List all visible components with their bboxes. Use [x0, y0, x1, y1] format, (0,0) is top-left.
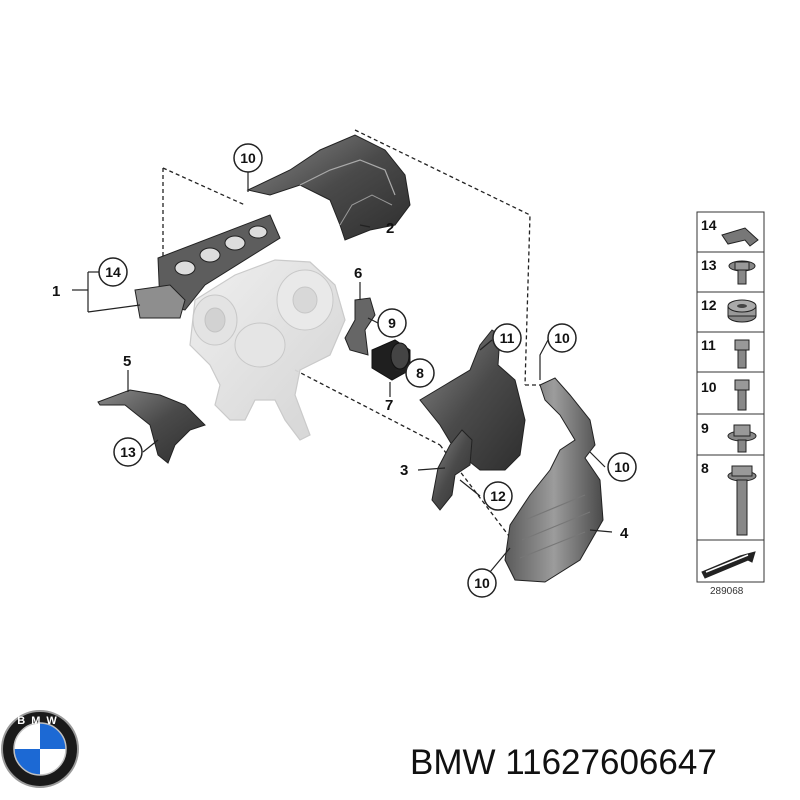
damper-8 — [371, 339, 411, 381]
flange-bolt-9-icon — [727, 424, 757, 453]
callout-8: 8 — [416, 365, 424, 381]
bolt-11-icon — [734, 339, 750, 369]
part-labels: 1 2 3 4 5 6 7 — [52, 220, 629, 542]
bolt-10-icon — [734, 379, 750, 411]
manifold-gasket-1 — [134, 214, 281, 319]
label-5: 5 — [123, 353, 131, 370]
legend-item-12: 12 — [701, 297, 717, 313]
fastener-legend: 14 13 12 11 10 9 8 — [696, 211, 765, 597]
heat-shield-3 — [431, 429, 473, 511]
callout-14: 14 — [105, 264, 121, 280]
label-7: 7 — [385, 397, 393, 414]
logo-brand-text: BMW — [17, 715, 63, 727]
label-4: 4 — [620, 525, 629, 542]
label-1: 1 — [52, 283, 60, 300]
legend-item-8: 8 — [701, 460, 709, 476]
label-2: 2 — [386, 220, 394, 237]
callout-12: 12 — [490, 488, 506, 504]
legend-ref-number: 289068 — [710, 586, 744, 597]
callout-10-top: 10 — [240, 150, 256, 166]
callout-10-mid: 10 — [554, 330, 570, 346]
callout-11: 11 — [500, 330, 515, 346]
circled-callouts — [98, 143, 637, 598]
legend-item-11: 11 — [701, 337, 716, 353]
bracket-6 — [344, 297, 376, 356]
long-bolt-8-icon — [727, 465, 757, 536]
heat-shield-5 — [97, 389, 206, 464]
heat-shield-4 — [504, 377, 604, 583]
label-3: 3 — [400, 462, 408, 479]
arrow-icon — [701, 551, 756, 579]
flange-bolt-icon — [728, 260, 756, 285]
legend-item-14: 14 — [701, 217, 717, 233]
label-6: 6 — [354, 265, 362, 282]
bmw-logo: BMW — [1, 710, 79, 788]
turbocharger-ghost — [189, 259, 346, 441]
leader-lines — [72, 160, 613, 573]
callout-10-right: 10 — [614, 459, 630, 475]
callout-10-bottom: 10 — [474, 575, 490, 591]
callout-9: 9 — [388, 315, 396, 331]
part-caption: BMW 11627606647 — [410, 743, 717, 782]
heat-shield-2 — [246, 134, 411, 241]
hex-nut-icon — [727, 299, 757, 323]
legend-item-10: 10 — [701, 379, 717, 395]
circled-callout-text: 10 14 9 8 11 10 13 12 10 10 — [105, 150, 630, 591]
callout-13: 13 — [120, 444, 136, 460]
clip-nut-icon — [721, 227, 759, 247]
legend-item-13: 13 — [701, 257, 717, 273]
legend-item-9: 9 — [701, 420, 709, 436]
